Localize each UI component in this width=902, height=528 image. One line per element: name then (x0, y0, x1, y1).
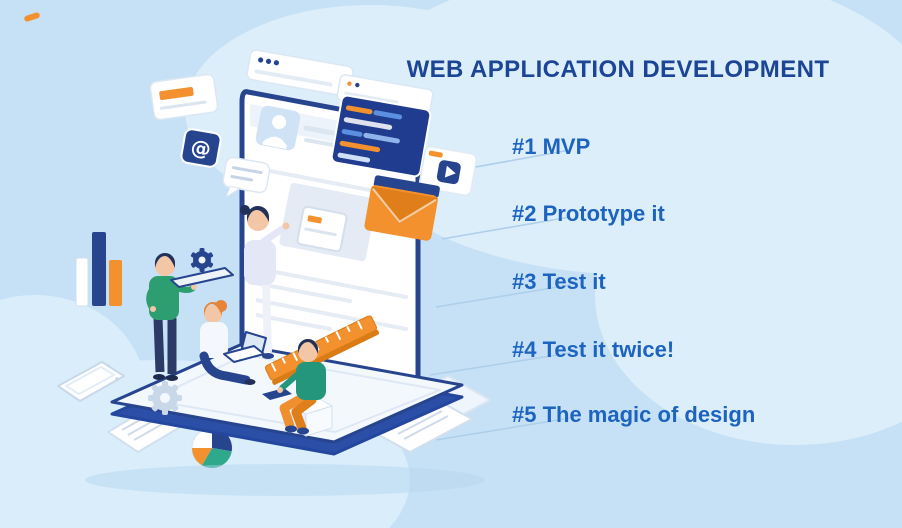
step-4-test-it-twice: #4 Test it twice! (512, 337, 675, 362)
browser-window-icon (246, 49, 354, 97)
chat-bubble-icon (222, 156, 271, 199)
bar-chart-icon (75, 232, 122, 307)
decor-orange-tick (24, 12, 40, 22)
step-1-mvp: #1 MVP (512, 134, 591, 159)
avatar (255, 105, 301, 151)
mail-envelope-icon (364, 175, 440, 241)
gear-icon (148, 381, 182, 415)
wireframe-box (279, 182, 377, 262)
step-2-prototype-it: #2 Prototype it (512, 201, 665, 226)
step-5-magic-of-design: #5 The magic of design (512, 402, 756, 427)
seated-man (262, 338, 334, 437)
standing-woman (240, 205, 290, 359)
tray-gear-icon (190, 248, 214, 272)
seated-woman-laptop (199, 300, 267, 385)
step-3-test-it: #3 Test it (512, 269, 606, 294)
email-at-card: @ (180, 128, 222, 168)
page-title: WEB APPLICATION DEVELOPMENT (406, 56, 830, 83)
play-icon (444, 165, 456, 178)
tablet-icon (57, 361, 125, 402)
man-with-gear-tray (146, 248, 234, 381)
card-with-orange-bar-icon (149, 73, 219, 121)
video-player-icon (418, 146, 478, 196)
at-icon: @ (189, 134, 213, 161)
code-window-icon (330, 74, 434, 178)
